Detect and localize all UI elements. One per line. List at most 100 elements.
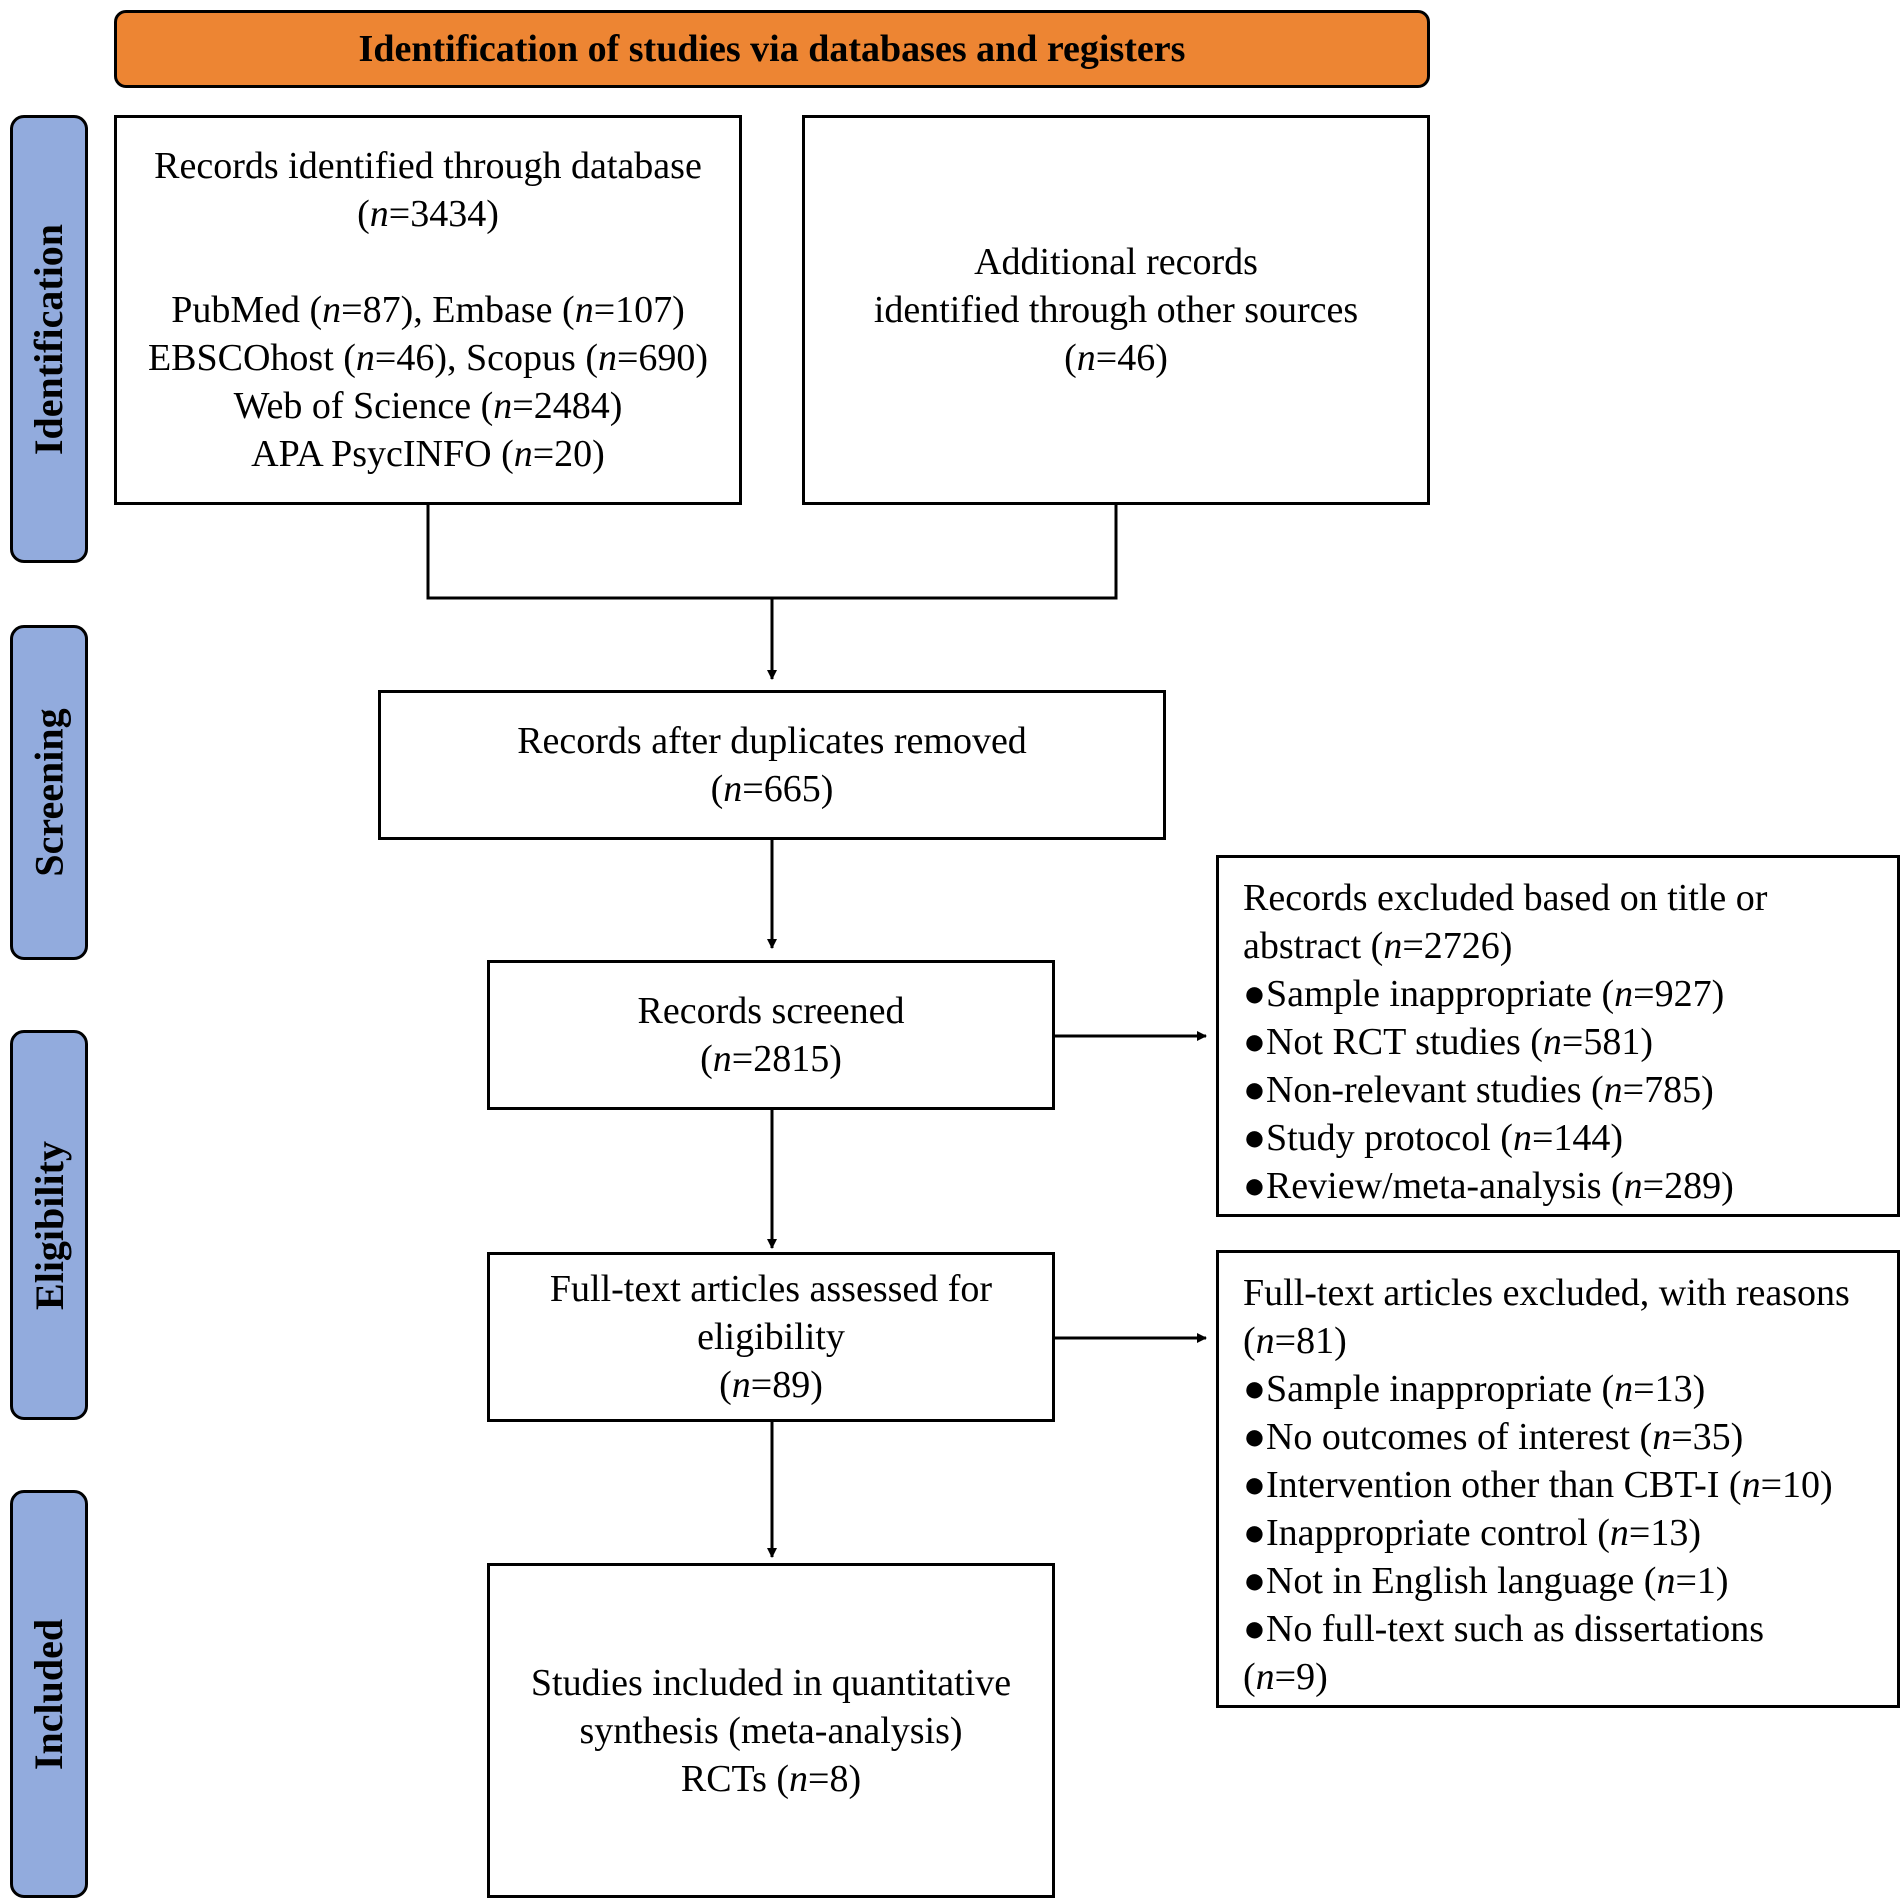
fulltext-excluded-count: 81 <box>1296 1320 1335 1362</box>
eq-symbol: = <box>532 433 555 475</box>
duplicates-removed-box: Records after duplicates removed (n=665) <box>378 690 1166 840</box>
fulltext-excluded-count-line: (n=81) <box>1243 1320 1347 1362</box>
other-sources-line2: identified through other sources <box>873 289 1359 331</box>
included-rcts-label: RCTs <box>680 1757 767 1800</box>
n-symbol: n <box>1652 1416 1672 1458</box>
records-screened-box: Records screened (n=2815) <box>487 960 1055 1110</box>
database-records-box: Records identified through database (n=3… <box>114 115 742 505</box>
n-symbol: n <box>1255 1320 1275 1362</box>
apa-label: APA PsycINFO <box>251 433 492 475</box>
item-count: 13 <box>1654 1368 1693 1410</box>
bullet-icon: ● <box>1243 1560 1266 1602</box>
n-symbol: n <box>731 1364 751 1406</box>
eq-symbol: = <box>808 1757 830 1800</box>
included-count: 8 <box>829 1757 849 1800</box>
excluded-title-line1: Records excluded based on title or <box>1243 877 1768 919</box>
n-symbol: n <box>355 337 375 379</box>
n-symbol: n <box>1609 1512 1629 1554</box>
eq-symbol: = <box>512 385 534 427</box>
bullet-icon: ● <box>1243 1464 1266 1506</box>
n-symbol: n <box>1614 973 1634 1015</box>
records-screened-count-line: (n=2815) <box>700 1038 842 1080</box>
fulltext-excluded-box: Full-text articles excluded, with reason… <box>1216 1250 1900 1708</box>
n-symbol: n <box>1741 1464 1761 1506</box>
stage-identification: Identification <box>10 115 88 563</box>
item-count: 289 <box>1664 1165 1722 1207</box>
embase-label: Embase <box>432 289 553 331</box>
n-symbol: n <box>1383 925 1403 967</box>
list-item: ●No outcomes of interest (n=35) <box>1243 1416 1744 1458</box>
studies-included-box: Studies included in quantitative synthes… <box>487 1563 1055 1898</box>
eq-symbol: = <box>1671 1416 1693 1458</box>
excluded-title-box: Records excluded based on title or abstr… <box>1216 855 1900 1217</box>
n-symbol: n <box>1255 1656 1275 1698</box>
n-symbol: n <box>1603 1069 1623 1111</box>
database-line-pubmed-embase: PubMed (n=87), Embase (n=107) <box>171 289 685 331</box>
eq-symbol: = <box>1561 1021 1584 1063</box>
list-item: ●No full-text such as dissertations <box>1243 1605 1897 1653</box>
n-symbol: n <box>1512 1117 1532 1159</box>
eq-symbol: = <box>1274 1656 1297 1698</box>
list-item: ●Intervention other than CBT-I (n=10) <box>1243 1464 1833 1506</box>
item-label: Non-relevant studies <box>1265 1069 1582 1111</box>
n-symbol: n <box>513 433 533 475</box>
stage-screening: Screening <box>10 625 88 960</box>
list-item: ●Non-relevant studies (n=785) <box>1243 1069 1714 1111</box>
embase-count: 107 <box>615 289 673 331</box>
fulltext-assessed-line1: Full-text articles assessed for <box>549 1268 993 1310</box>
duplicates-removed-count: 665 <box>763 768 821 810</box>
fulltext-assessed-count-line: (n=89) <box>719 1364 823 1406</box>
eq-symbol: = <box>1675 1560 1697 1602</box>
eq-symbol: = <box>1633 1368 1655 1410</box>
n-symbol: n <box>493 385 513 427</box>
list-item: ●Review/meta-analysis (n=289) <box>1243 1165 1734 1207</box>
list-item: ●Not RCT studies (n=581) <box>1243 1021 1653 1063</box>
n-symbol: n <box>1623 1165 1643 1207</box>
n-symbol: n <box>723 768 743 810</box>
eq-symbol: = <box>1274 1320 1297 1362</box>
excluded-title-count: 2726 <box>1423 925 1500 967</box>
included-line2: synthesis (meta-analysis) <box>579 1709 963 1752</box>
merge-connector <box>426 505 1118 600</box>
fulltext-assessed-count: 89 <box>772 1364 811 1406</box>
item-label: Not in English language <box>1265 1560 1635 1602</box>
included-line1: Studies included in quantitative <box>530 1661 1012 1704</box>
eq-symbol: = <box>1402 925 1424 967</box>
database-total: (n=3434) <box>357 193 499 235</box>
wos-count: 2484 <box>533 385 610 427</box>
stage-eligibility: Eligibility <box>10 1030 88 1420</box>
n-symbol: n <box>1614 1368 1634 1410</box>
wos-label: Web of Science <box>233 385 472 427</box>
eq-symbol: = <box>388 193 411 235</box>
fulltext-excluded-line1: Full-text articles excluded, with reason… <box>1243 1272 1850 1314</box>
scopus-count: 690 <box>638 337 696 379</box>
database-line-apa: APA PsycINFO (n=20) <box>251 433 605 475</box>
eq-symbol: = <box>616 337 639 379</box>
fulltext-assessed-box: Full-text articles assessed for eligibil… <box>487 1252 1055 1422</box>
scopus-label: Scopus <box>466 337 576 379</box>
database-line-ebsco-scopus: EBSCOhost (n=46), Scopus (n=690) <box>147 337 709 379</box>
list-item: ●Not in English language (n=1) <box>1243 1560 1729 1602</box>
item-count: 785 <box>1644 1069 1702 1111</box>
item-label: Not RCT studies <box>1265 1021 1521 1063</box>
item-label: Intervention other than CBT-I <box>1265 1464 1720 1506</box>
eq-symbol: = <box>374 337 397 379</box>
eq-symbol: = <box>1760 1464 1782 1506</box>
bullet-icon: ● <box>1243 1069 1266 1111</box>
n-symbol: n <box>322 289 342 331</box>
bullet-icon: ● <box>1243 1117 1266 1159</box>
n-symbol: n <box>574 289 594 331</box>
n-symbol: n <box>597 337 617 379</box>
eq-symbol: = <box>1531 1117 1554 1159</box>
item-count: 13 <box>1650 1512 1689 1554</box>
eq-symbol: = <box>593 289 616 331</box>
database-total-count: 3434 <box>410 193 487 235</box>
duplicates-removed-count-line: (n=665) <box>710 768 834 810</box>
stage-included: Included <box>10 1490 88 1898</box>
other-sources-count: 46 <box>1117 337 1156 379</box>
eq-symbol: = <box>750 1364 773 1406</box>
item-label: Inappropriate control <box>1265 1512 1588 1554</box>
eq-symbol: = <box>1622 1069 1645 1111</box>
eq-symbol: = <box>1633 973 1655 1015</box>
